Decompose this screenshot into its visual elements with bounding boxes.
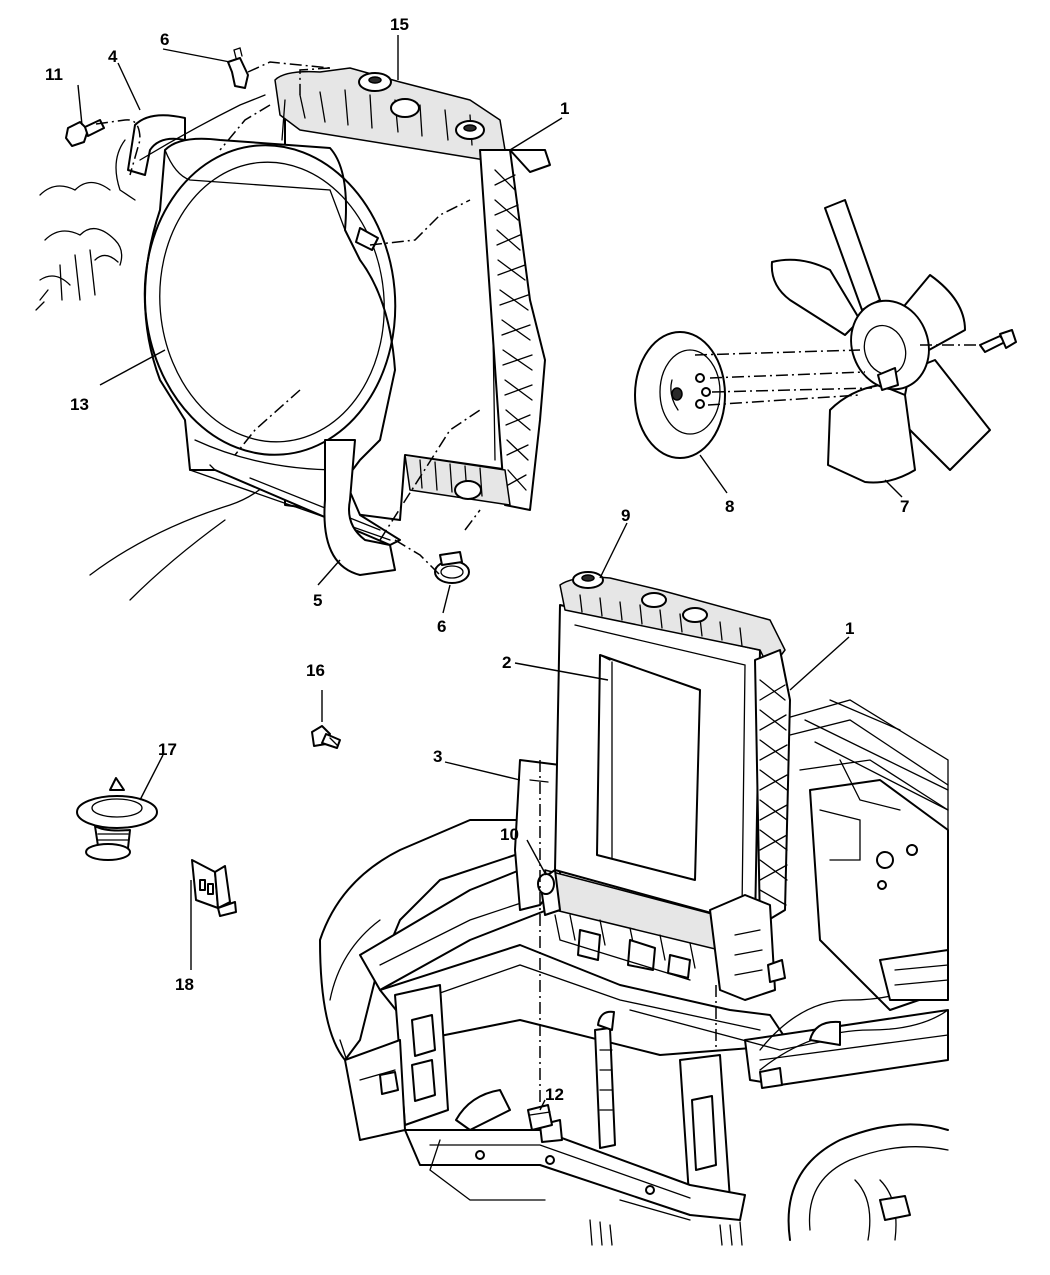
callout-2: 2	[502, 653, 511, 672]
hose-clamp-lower	[434, 551, 470, 584]
callout-15: 15	[390, 15, 409, 34]
lower-radiator-hose	[323, 439, 396, 576]
callout-6-bottom: 6	[437, 617, 446, 636]
callout-1-top: 1	[560, 99, 569, 118]
callout-4: 4	[108, 47, 118, 66]
radiator-lower	[514, 571, 791, 1001]
callout-3: 3	[433, 747, 442, 766]
callout-10: 10	[500, 825, 519, 844]
assembly-lines-top	[95, 61, 481, 576]
callout-6-top: 6	[160, 30, 169, 49]
callout-5: 5	[313, 591, 322, 610]
callout-18: 18	[175, 975, 194, 994]
fan-clutch	[634, 331, 726, 459]
bolt-16	[311, 725, 341, 749]
callout-labels: 15 6 4 11 1 13 8 7 9 5 6 1 2 16 17 3 10 …	[45, 15, 909, 1104]
bracket-18	[191, 859, 237, 917]
fan-blade	[770, 199, 1017, 484]
callout-7: 7	[900, 497, 909, 516]
callout-9: 9	[621, 506, 630, 525]
callout-11: 11	[45, 65, 63, 84]
fan-assembly-lines	[694, 344, 980, 406]
callout-13: 13	[70, 395, 89, 414]
upper-radiator-hose	[115, 94, 266, 201]
thermostat	[76, 777, 158, 861]
callout-1-bottom: 1	[845, 619, 854, 638]
callout-17: 17	[158, 740, 177, 759]
callout-12: 12	[545, 1085, 564, 1104]
hose-clamp-upper	[227, 47, 249, 89]
leader-lines	[77, 35, 903, 1111]
callout-8: 8	[725, 497, 734, 516]
vehicle-front-structure	[319, 699, 949, 1246]
callout-16: 16	[306, 661, 325, 680]
